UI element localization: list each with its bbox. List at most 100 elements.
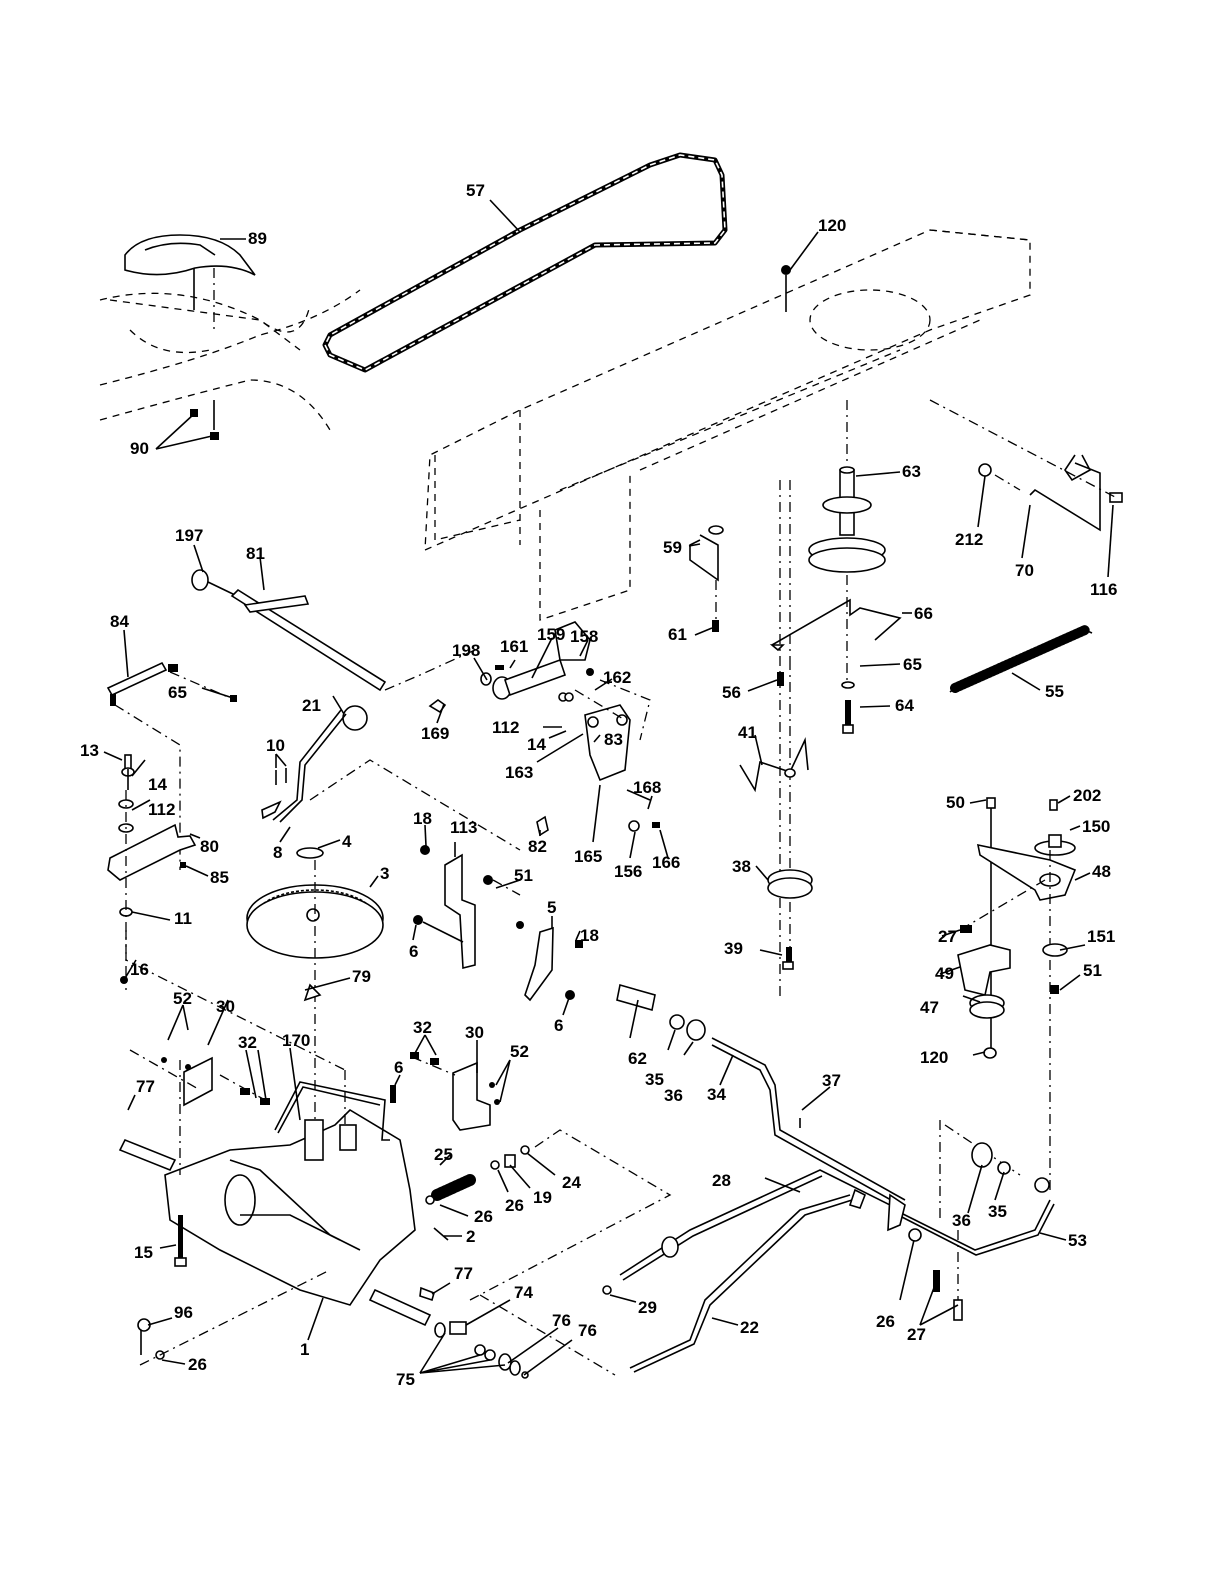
part-label: 116 — [1090, 580, 1117, 599]
part-label: 159 — [537, 625, 565, 644]
part-label: 26 — [188, 1355, 207, 1374]
part-label: 5 — [547, 898, 556, 917]
part-label: 165 — [574, 847, 602, 866]
part-label: 84 — [110, 612, 129, 631]
part-label: 14 — [527, 735, 546, 754]
part-label: 10 — [266, 736, 285, 755]
rod-170 — [274, 1081, 390, 1141]
part-label: 51 — [1083, 961, 1102, 980]
part-label: 170 — [282, 1031, 310, 1050]
part-label: 59 — [663, 538, 682, 557]
leader-lines — [103, 199, 1114, 1376]
part-label: 30 — [216, 997, 235, 1016]
part-label: 56 — [722, 683, 741, 702]
shaft-81-assembly — [191, 569, 387, 692]
pin-96 — [137, 1269, 331, 1366]
belt-part — [322, 152, 728, 373]
idler-arm-48 — [957, 797, 1077, 1190]
part-label: 57 — [466, 181, 485, 200]
part-label: 55 — [1045, 682, 1064, 701]
part-label: 16 — [130, 960, 149, 979]
part-label: 162 — [603, 668, 631, 687]
frame-outline — [424, 229, 1031, 621]
part-label: 26 — [876, 1312, 895, 1331]
part-label: 50 — [946, 793, 965, 812]
part-label: 61 — [668, 625, 687, 644]
pedal-bracket-assembly — [480, 621, 660, 832]
part-label: 6 — [394, 1058, 403, 1077]
spring-55 — [949, 625, 1093, 693]
part-label: 156 — [614, 862, 642, 881]
part-label: 82 — [528, 837, 547, 856]
bolt-64 — [845, 700, 851, 728]
part-label: 35 — [645, 1070, 664, 1089]
part-label: 76 — [578, 1321, 597, 1340]
part-label: 37 — [822, 1071, 841, 1090]
part-label: 32 — [413, 1018, 432, 1037]
seat-area-outline — [99, 289, 361, 431]
shift-lever-8 — [261, 705, 521, 851]
bracket-80-stack — [107, 754, 346, 1071]
part-label: 212 — [955, 530, 983, 549]
part-label: 150 — [1082, 817, 1110, 836]
part-label: 169 — [421, 724, 449, 743]
part-label: 74 — [514, 1283, 533, 1302]
part-label: 4 — [342, 832, 352, 851]
part-label: 113 — [450, 818, 477, 837]
part-label: 161 — [500, 637, 528, 656]
link-84 — [106, 661, 237, 870]
part-label: 85 — [210, 868, 229, 887]
part-label: 63 — [902, 462, 921, 481]
idler-pulley-38 — [739, 737, 813, 970]
part-label: 112 — [148, 800, 175, 819]
bracket-30-right — [410, 1052, 500, 1131]
part-label: 35 — [988, 1202, 1007, 1221]
fasteners-90 — [190, 400, 219, 440]
part-label: 3 — [380, 864, 389, 883]
part-label: 38 — [732, 857, 751, 876]
part-label: 120 — [818, 216, 846, 235]
part-label: 52 — [173, 989, 192, 1008]
part-label: 70 — [1015, 561, 1034, 580]
washer-65 — [841, 681, 855, 689]
part-label: 28 — [712, 1171, 731, 1190]
part-label: 11 — [174, 909, 192, 928]
bolt-6 — [390, 1085, 396, 1103]
part-label: 77 — [454, 1264, 473, 1283]
part-label: 65 — [903, 655, 922, 674]
part-label: 47 — [920, 998, 939, 1017]
part-label: 2 — [466, 1227, 475, 1246]
part-label: 79 — [352, 967, 371, 986]
part-label: 80 — [200, 837, 219, 856]
part-label: 14 — [148, 775, 167, 794]
part-label: 8 — [273, 843, 282, 862]
belt-guide-59 — [689, 525, 724, 632]
part-label: 166 — [652, 853, 680, 872]
part-label: 32 — [238, 1033, 257, 1052]
part-label: 96 — [174, 1303, 193, 1322]
part-label: 15 — [134, 1243, 153, 1262]
bolt-56 — [777, 672, 784, 686]
part-label: 36 — [664, 1086, 683, 1105]
axis-line — [384, 649, 476, 691]
part-label: 168 — [633, 778, 661, 797]
part-label: 163 — [505, 763, 533, 782]
rod-170 — [277, 1086, 381, 1134]
part-label: 77 — [136, 1077, 155, 1096]
part-label: 29 — [638, 1298, 657, 1317]
part-label: 198 — [452, 641, 480, 660]
part-label: 6 — [554, 1016, 563, 1035]
rod-28 — [602, 1169, 901, 1295]
part-label: 158 — [570, 627, 598, 646]
part-label: 27 — [938, 927, 957, 946]
rod-34-assembly — [616, 983, 906, 1206]
rod-70-assembly — [929, 399, 1123, 532]
part-label: 51 — [514, 866, 533, 885]
part-label: 89 — [248, 229, 267, 248]
part-label: 13 — [80, 741, 99, 760]
part-labels: 89 57 120 90 63 212 70 116 197 81 59 61 … — [80, 181, 1117, 1389]
part-label: 53 — [1068, 1231, 1087, 1250]
part-label: 22 — [740, 1318, 759, 1337]
part-label: 151 — [1087, 927, 1115, 946]
